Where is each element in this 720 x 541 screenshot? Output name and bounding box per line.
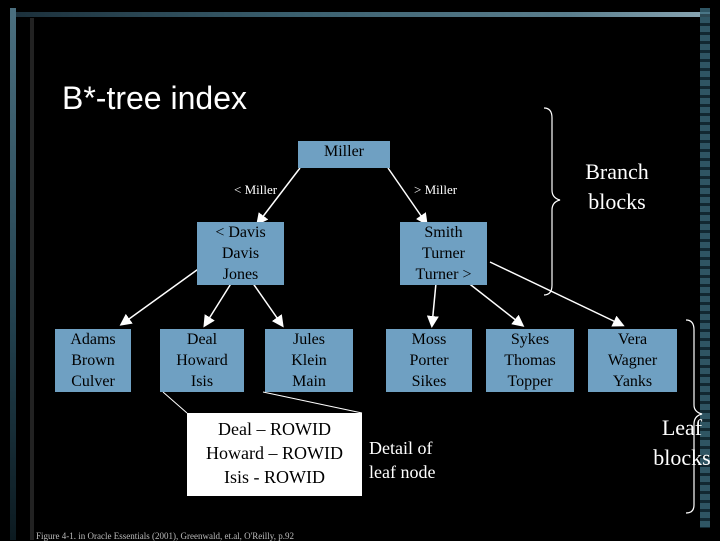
- detail-of-leaf-label: Detail of leaf node: [369, 436, 435, 484]
- leaf-1-line-1: Adams: [70, 331, 116, 348]
- detail-line-1: Deal – ROWID: [218, 419, 331, 439]
- arrow-br-leaf6: [489, 261, 625, 327]
- leaf-detail-box: Deal – ROWID Howard – ROWID Isis - ROWID: [187, 413, 362, 496]
- leaf-5-line-3: Topper: [507, 373, 553, 390]
- leaf-2-line-1: Deal: [186, 331, 218, 348]
- arrow-bl-leaf3: [251, 281, 284, 328]
- leaf-3-line-2: Klein: [291, 352, 327, 369]
- branch-right-line-3: Turner >: [415, 266, 472, 283]
- detail-label-line-1: Detail of: [369, 438, 433, 458]
- leaf-4-line-2: Porter: [409, 352, 449, 369]
- detail-line-2: Howard – ROWID: [206, 443, 343, 463]
- leaf-brace: [685, 319, 703, 514]
- root-node: Miller: [298, 141, 390, 168]
- leaf-node-1: Adams Brown Culver: [55, 329, 131, 392]
- arrow-br-leaf4: [426, 282, 439, 328]
- leaf-5-line-2: Thomas: [504, 352, 556, 369]
- leaf-2-line-3: Isis: [190, 373, 214, 390]
- branch-right-line-2: Turner: [422, 245, 465, 262]
- branch-node-left: < Davis Davis Jones: [197, 222, 284, 285]
- frame-inner-bar: [30, 18, 34, 540]
- leaf-blocks-line-2: blocks: [653, 445, 711, 470]
- leaf-6-line-2: Wagner: [607, 352, 658, 369]
- leaf-blocks-line-1: Leaf: [661, 415, 703, 440]
- branch-blocks-line-2: blocks: [588, 189, 646, 214]
- branch-brace: [543, 107, 561, 296]
- branch-left-line-3: Jones: [222, 266, 259, 283]
- leaf-4-line-3: Sikes: [411, 373, 447, 390]
- slide-title: B*-tree index: [62, 80, 247, 116]
- detail-callout-left: [162, 391, 188, 414]
- branch-left-line-1: < Davis: [215, 224, 266, 241]
- frame-left-bar: [10, 8, 16, 540]
- branch-node-right: Smith Turner Turner >: [400, 222, 487, 285]
- arrow-root-left: [256, 167, 301, 226]
- leaf-node-5: Sykes Thomas Topper: [486, 329, 574, 392]
- detail-label-line-2: leaf node: [369, 462, 436, 482]
- edge-label-right: > Miller: [414, 182, 458, 197]
- leaf-6-line-3: Yanks: [612, 373, 653, 390]
- leaf-node-4: Moss Porter Sikes: [386, 329, 472, 392]
- leaf-5-line-1: Sykes: [510, 331, 550, 348]
- frame-right-bar: [700, 8, 710, 528]
- arrow-bl-leaf1: [119, 261, 209, 326]
- leaf-3-line-3: Main: [292, 373, 326, 390]
- branch-left-line-2: Davis: [221, 245, 260, 262]
- branch-blocks-label: Branch blocks: [572, 157, 662, 217]
- leaf-node-2: Deal Howard Isis: [160, 329, 244, 392]
- arrow-root-right: [387, 167, 428, 226]
- arrow-br-leaf5: [461, 277, 525, 327]
- edge-label-left: < Miller: [234, 182, 278, 197]
- leaf-node-3: Jules Klein Main: [265, 329, 353, 392]
- leaf-6-line-1: Vera: [617, 331, 648, 348]
- frame-top-bar: [12, 12, 710, 17]
- detail-line-3: Isis - ROWID: [224, 467, 325, 487]
- arrow-bl-leaf2: [203, 281, 233, 328]
- leaf-1-line-2: Brown: [71, 352, 115, 369]
- figure-caption: Figure 4-1. in Oracle Essentials (2001),…: [36, 531, 294, 541]
- leaf-2-line-2: Howard: [176, 352, 228, 369]
- leaf-node-6: Vera Wagner Yanks: [588, 329, 677, 392]
- branch-blocks-line-1: Branch: [585, 159, 649, 184]
- leaf-3-line-1: Jules: [293, 331, 325, 348]
- leaf-1-line-3: Culver: [71, 373, 115, 390]
- leaf-blocks-label: Leaf blocks: [644, 413, 720, 473]
- branch-right-line-1: Smith: [424, 224, 463, 241]
- leaf-4-line-1: Moss: [411, 331, 447, 348]
- detail-callout-right: [262, 391, 363, 414]
- root-node-label: Miller: [324, 143, 364, 160]
